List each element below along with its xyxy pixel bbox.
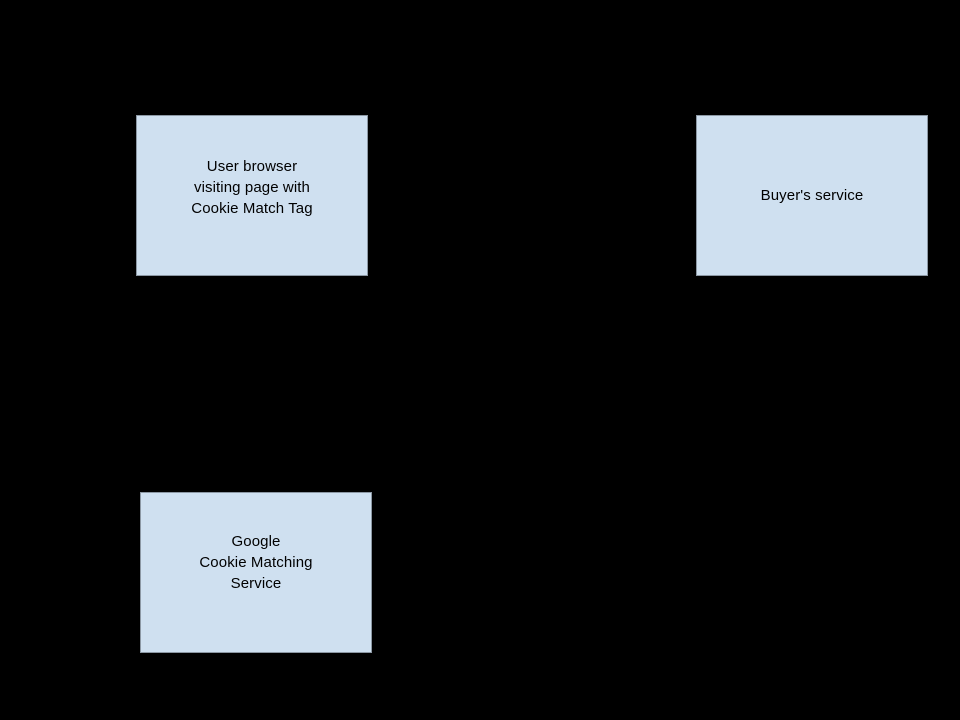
node-google-cookie-matching-service[interactable]: Google Cookie Matching Service xyxy=(140,492,372,653)
node-buyers-service[interactable]: Buyer's service xyxy=(696,115,928,276)
node-google-cookie-matching-service-label: Google Cookie Matching Service xyxy=(199,533,313,592)
node-user-browser-label: User browser visiting page with Cookie M… xyxy=(191,158,313,217)
node-buyers-service-label: Buyer's service xyxy=(760,187,864,204)
node-user-browser[interactable]: User browser visiting page with Cookie M… xyxy=(136,115,368,276)
